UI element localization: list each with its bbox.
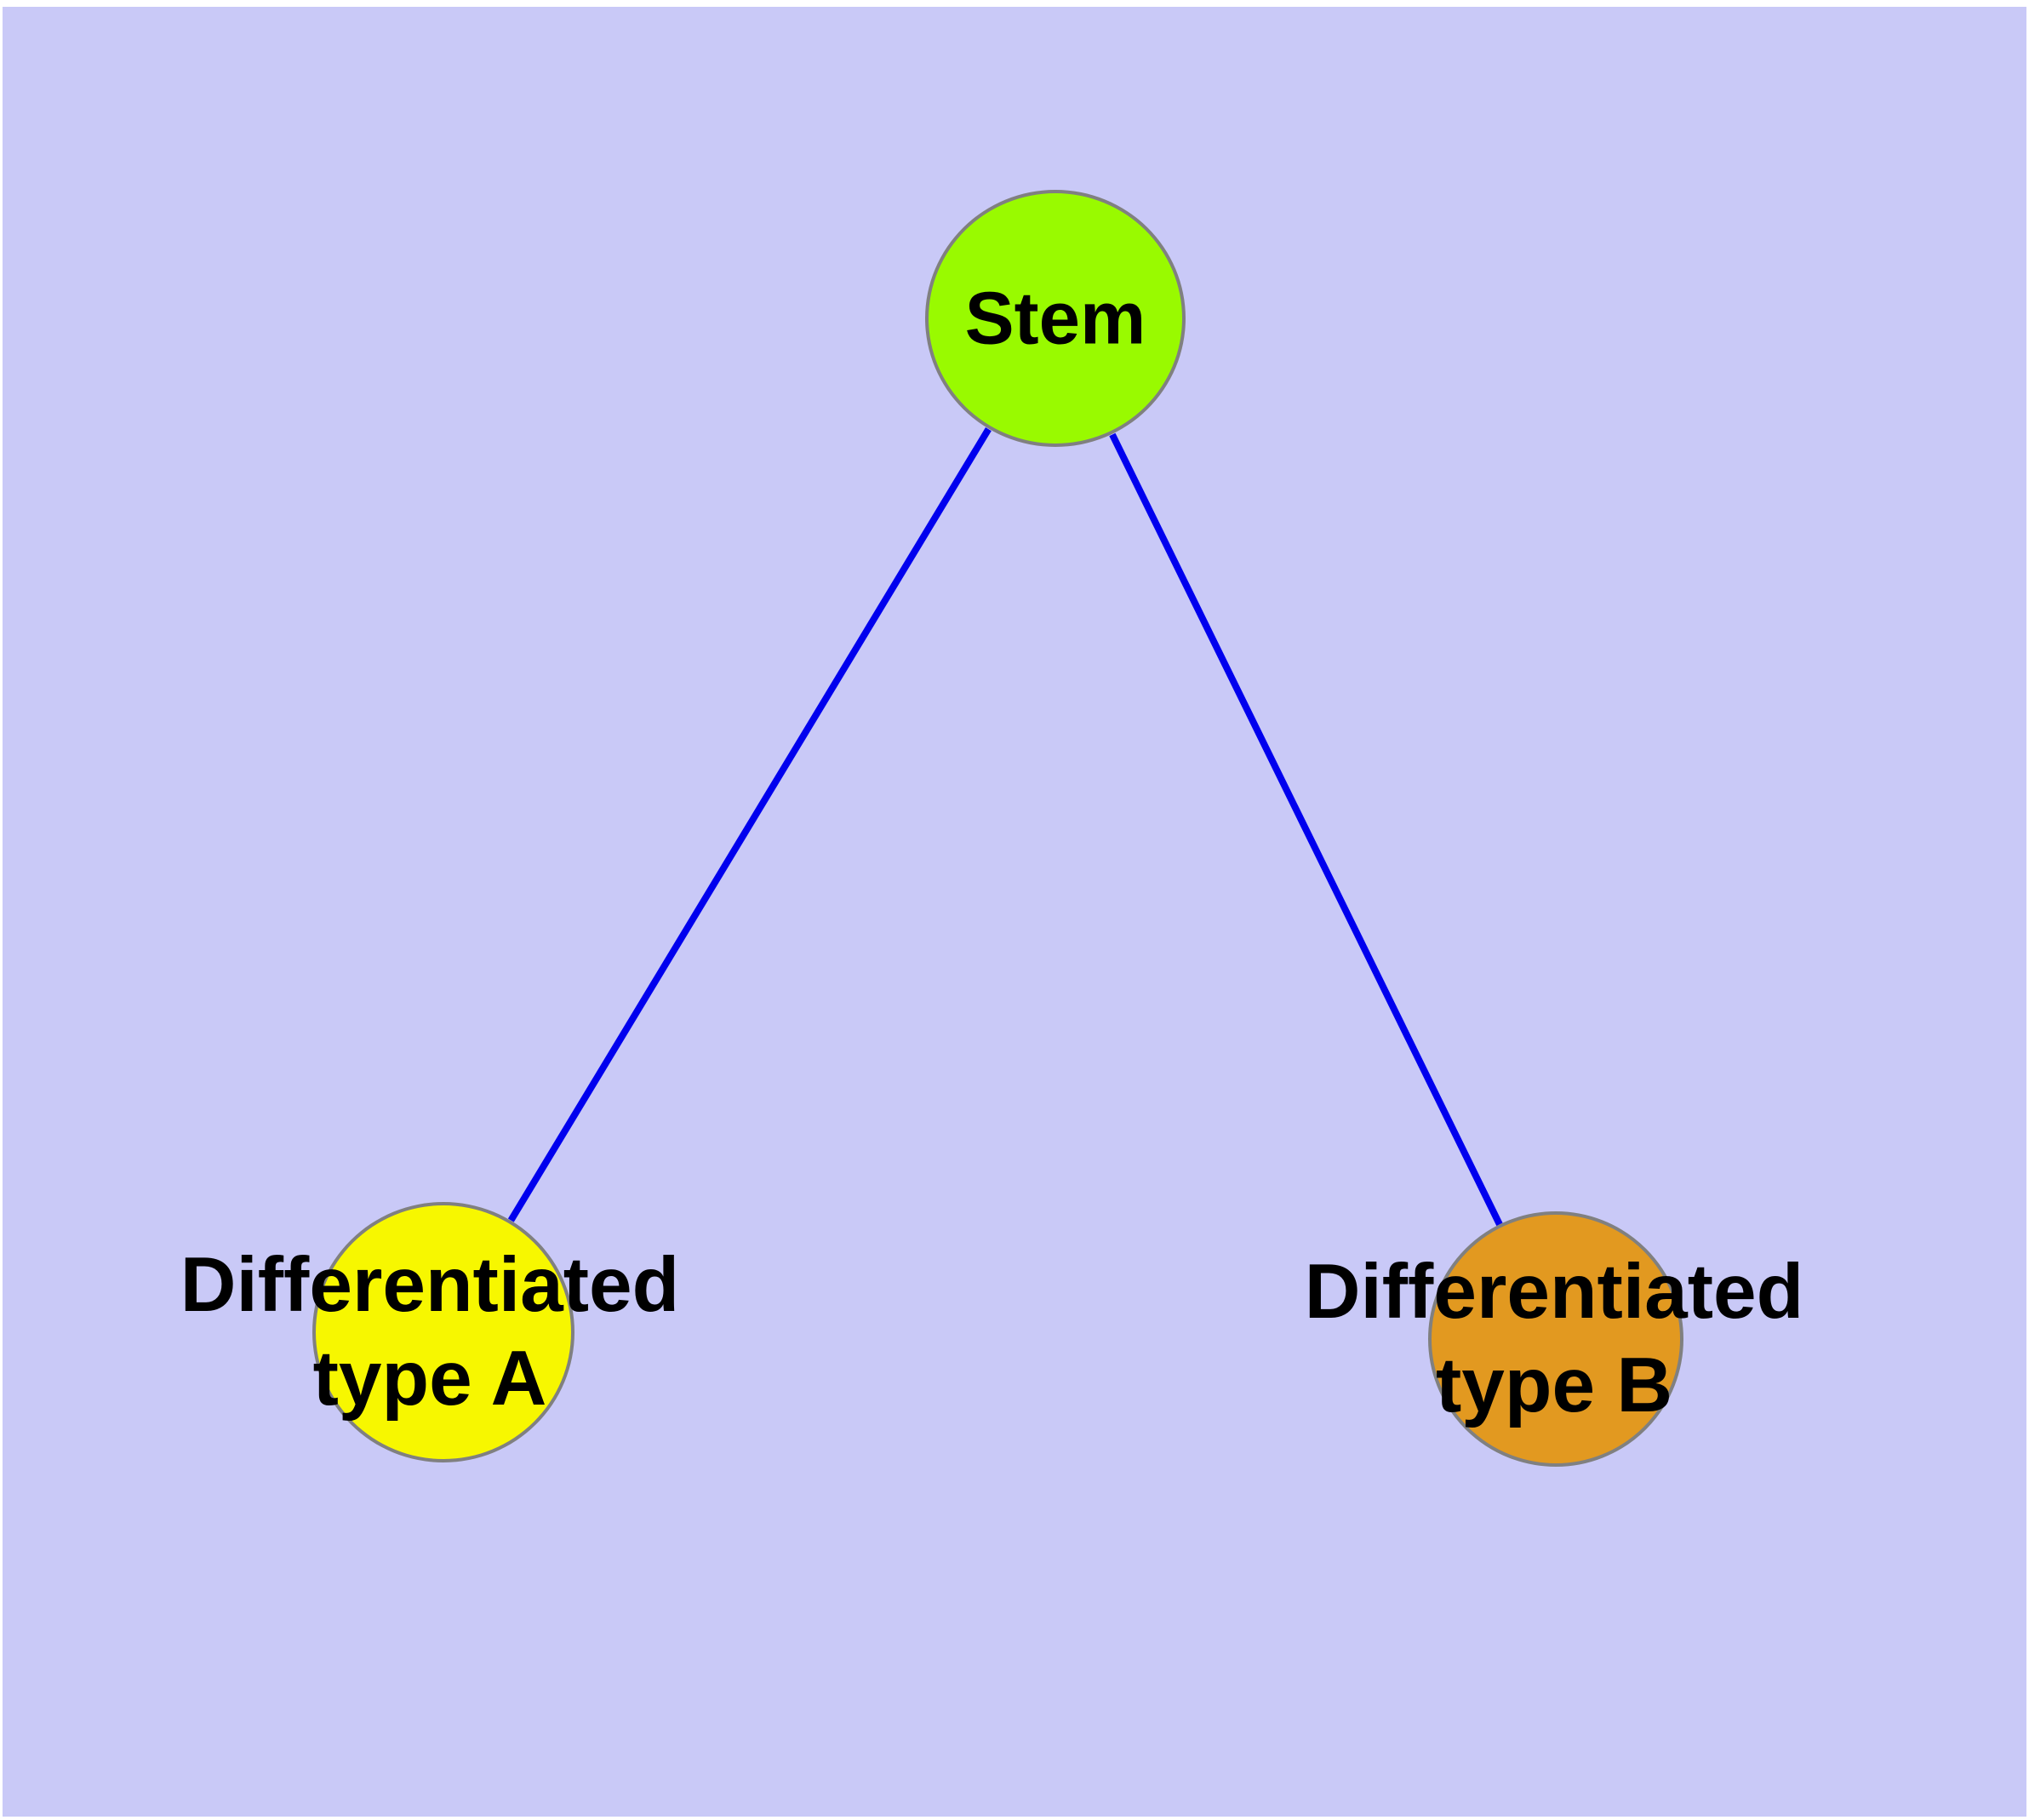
node-stem	[925, 190, 1186, 447]
node-label-stem-text: Stem	[964, 277, 1146, 360]
node-label-type-b-line-2: type B	[1435, 1342, 1673, 1428]
node-label-type-b-line-1: Differentiated	[1304, 1249, 1804, 1335]
edge-stem-to-type-a	[507, 427, 992, 1222]
node-label-type-a-line-2: type A	[312, 1336, 547, 1422]
node-label-differentiated-type-b: Differentiated type B	[1305, 1245, 1804, 1433]
node-label-type-a-line-1: Differentiated	[180, 1242, 680, 1328]
edge-stem-to-type-b	[1109, 432, 1503, 1227]
node-label-stem: Stem	[965, 274, 1146, 363]
node-differentiated-type-b	[1428, 1211, 1683, 1467]
node-label-differentiated-type-a: Differentiated type A	[180, 1239, 680, 1426]
node-differentiated-type-a	[312, 1202, 574, 1462]
